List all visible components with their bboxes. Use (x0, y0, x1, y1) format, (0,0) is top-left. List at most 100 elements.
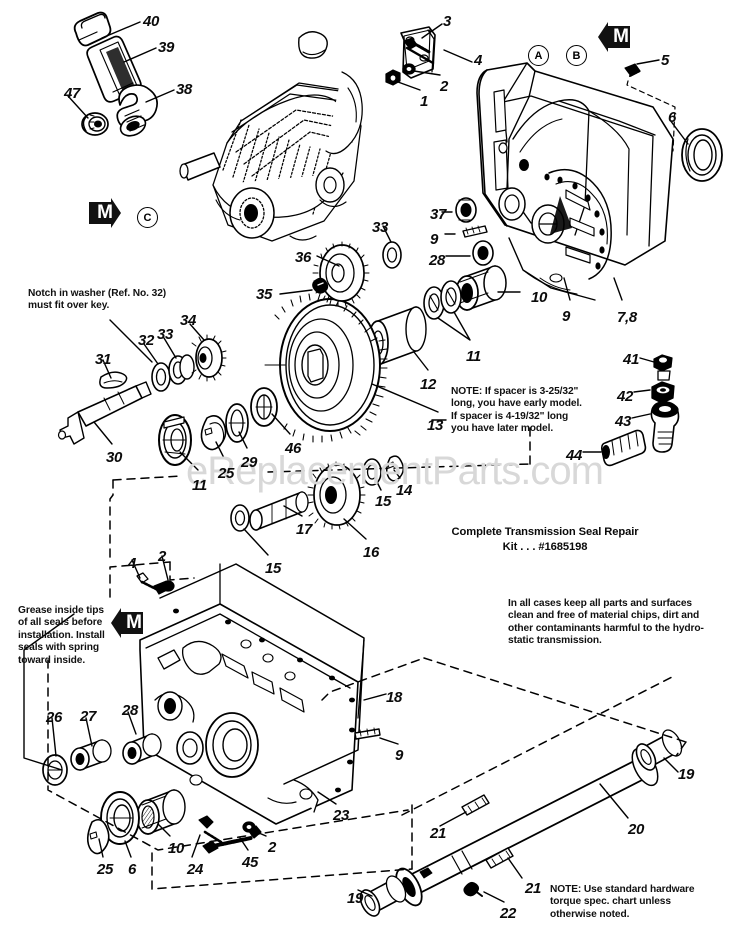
part-callout-41: 41 (623, 351, 640, 368)
part-callout-3: 3 (443, 13, 452, 30)
part-callout-33: 33 (157, 326, 174, 343)
part-32-washer (151, 362, 171, 392)
part-callout-14: 14 (396, 482, 413, 499)
note-cleanliness: In all cases keep all parts and surfaces… (508, 598, 704, 647)
part-23-case (139, 563, 365, 825)
part-callout-10: 10 (168, 840, 185, 857)
part-callout-21: 21 (525, 880, 542, 897)
part-callout-26: 26 (46, 709, 63, 726)
part-24-bolt (198, 815, 223, 854)
part-callout-2: 2 (440, 78, 449, 95)
part-31-key (99, 371, 128, 389)
part-callout-13: 13 (427, 417, 444, 434)
m-arrow-top-right: M (597, 22, 631, 52)
part-callout-30: 30 (106, 449, 123, 466)
part-callout-2: 2 (268, 839, 277, 856)
part-callout-24: 24 (187, 861, 204, 878)
part-27-bearing (70, 739, 112, 771)
part-35-key-upper (312, 277, 329, 294)
part-19-bushing-left (359, 875, 407, 917)
part-callout-28: 28 (429, 252, 446, 269)
part-callout-9: 9 (562, 308, 571, 325)
part-29-seal (225, 403, 249, 443)
part-30-shaft (57, 381, 152, 445)
part-callout-28: 28 (122, 702, 139, 719)
part-2-washer (402, 63, 416, 75)
part-callout-6: 6 (668, 109, 677, 126)
part-46-seal (250, 387, 278, 427)
m-arrow-label: M (97, 202, 113, 223)
part-10-bearing (455, 265, 507, 311)
part-33-washer-upper (382, 241, 402, 269)
m-arrow-top-left: M (88, 198, 122, 228)
part-36-gear (312, 241, 370, 307)
part-callout-22: 22 (500, 905, 517, 922)
part-11-bearings-upper (423, 280, 462, 320)
part-5-plug (624, 63, 676, 152)
part-callout-44: 44 (566, 447, 583, 464)
seal-repair-kit-label: Complete Transmission Seal Repair Kit . … (451, 526, 639, 553)
part-1-nut (385, 69, 401, 86)
part-callout-34: 34 (180, 312, 197, 329)
part-15-washer-left (230, 504, 250, 532)
part-callout-9: 9 (430, 231, 439, 248)
part-callout-7-8: 7,8 (617, 309, 637, 326)
part-callout-2: 2 (158, 548, 167, 565)
part-9-pin-lower (354, 727, 381, 740)
part-callout-42: 42 (617, 388, 634, 405)
part-28-bearing-lower (122, 733, 162, 765)
part-callout-15: 15 (375, 493, 392, 510)
part-callout-23: 23 (333, 807, 350, 824)
part-37-bearing (455, 197, 477, 223)
part-callout-31: 31 (95, 351, 112, 368)
part-callout-32: 32 (138, 332, 155, 349)
part-38-elbow (116, 84, 158, 137)
part-25-snapring (200, 414, 227, 451)
part-26-seal (42, 754, 68, 786)
part-callout-36: 36 (295, 249, 312, 266)
part-callout-27: 27 (80, 708, 97, 725)
part-callout-38: 38 (176, 81, 193, 98)
note-spacer: NOTE: If spacer is 3-25/32" long, you ha… (451, 386, 582, 435)
part-callout-46: 46 (285, 440, 302, 457)
part-callout-35: 35 (256, 286, 273, 303)
seal-kit-boundary (47, 427, 687, 890)
part-33-washer (168, 354, 195, 385)
part-40-clamp (73, 11, 112, 47)
part-callout-25: 25 (218, 465, 235, 482)
part-callout-4: 4 (128, 555, 137, 572)
part-28-bearing (472, 240, 494, 266)
ref-circle-a: A (528, 45, 549, 66)
part-callout-45: 45 (242, 854, 259, 871)
part-25-snapring-lower (86, 818, 110, 855)
part-10-bearing-lower (136, 789, 186, 835)
part-callout-10: 10 (531, 289, 548, 306)
part-callout-19: 19 (347, 890, 364, 907)
ref-circle-b: B (566, 45, 587, 66)
transmission-housing-main (476, 62, 674, 301)
callout-leaders (23, 21, 689, 903)
part-callout-18: 18 (386, 689, 403, 706)
part-17-spacer (249, 491, 309, 531)
part-callout-33: 33 (372, 219, 389, 236)
m-arrow-label: M (126, 612, 142, 633)
part-47-fitting (81, 112, 109, 136)
part-callout-20: 20 (628, 821, 645, 838)
part-callout-16: 16 (363, 544, 380, 561)
part-callout-15: 15 (265, 560, 282, 577)
part-callout-4: 4 (474, 52, 483, 69)
part-callout-29: 29 (241, 454, 258, 471)
m-arrow-bottom-left: M (110, 608, 144, 638)
part-34-pinion (191, 334, 227, 382)
part-9-pin-upper (462, 225, 488, 238)
note-grease-seals: Grease inside tips of all seals before i… (18, 605, 105, 666)
part-16-gear (307, 461, 366, 530)
note-notch-washer: Notch in washer (Ref. No. 32) must fit o… (28, 288, 167, 312)
part-4-bolt (403, 37, 435, 65)
part-15-washer-right (362, 458, 382, 486)
note-torque: NOTE: Use standard hardware torque spec.… (550, 884, 695, 920)
part-callout-43: 43 (615, 413, 632, 430)
part-41-plug (653, 354, 673, 381)
